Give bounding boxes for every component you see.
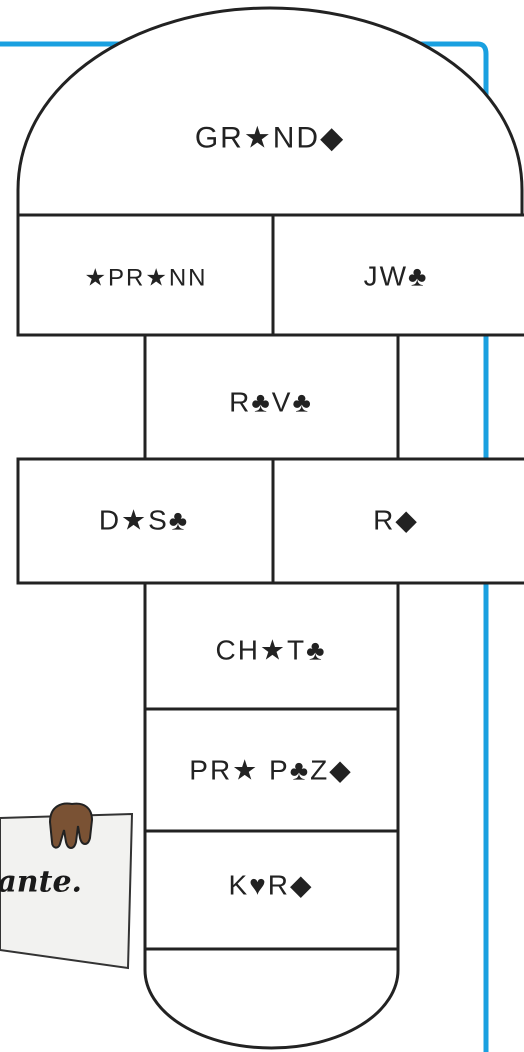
cell-dasc[interactable] [16,457,275,585]
cell-apprenn-label: ★PR★NN [84,265,207,292]
cell-revc-label: R♣V♣ [229,387,313,418]
cell-chatc-label: CH★T♣ [215,635,326,666]
cell-rd-label: R◆ [373,505,419,536]
cell-dasc-label: D★S♣ [99,505,189,536]
accent-frame [0,41,489,1052]
cell-grand-label: GR★ND◆ [195,122,345,155]
cell-jwc[interactable] [271,213,524,337]
cell-jwc-label: JW♣ [364,261,429,292]
cell-grand[interactable] [16,6,524,217]
held-sign: ante. [0,802,134,970]
cell-kord[interactable] [143,829,400,951]
cell-bottom-cap[interactable] [143,947,400,1050]
cell-kord-label: K♥R◆ [228,870,313,901]
cell-prpaz-label: PR★ P♣Z◆ [189,755,352,786]
cell-rd[interactable] [271,457,524,585]
sign-text: ante. [0,865,82,900]
hand-icon [48,802,94,849]
